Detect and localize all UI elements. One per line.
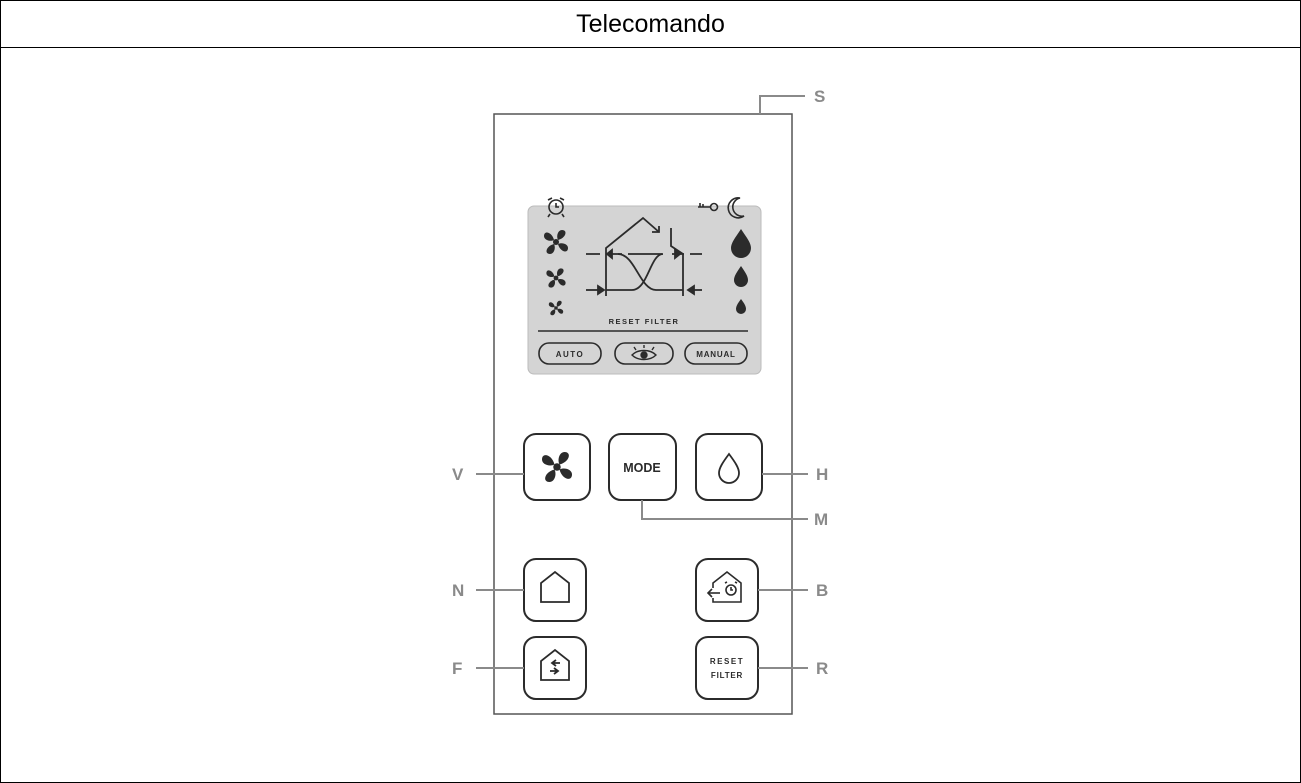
callout-lines <box>476 95 808 669</box>
humidity-button[interactable] <box>695 433 763 501</box>
reset-filter-line2: FILTER <box>711 671 743 680</box>
bypass-button[interactable] <box>523 636 587 700</box>
callout-f: F <box>452 659 462 678</box>
heat-exchanger-house-icon <box>586 216 702 296</box>
key-icon <box>698 202 719 212</box>
remote-body <box>493 113 793 715</box>
drop-icon-small <box>736 299 746 314</box>
fan-button[interactable] <box>523 433 591 501</box>
callout-v: V <box>452 465 464 484</box>
house-alarm-icon <box>706 570 742 603</box>
reset-filter-button[interactable]: RESET FILTER <box>695 636 759 700</box>
house-bypass-icon <box>540 648 570 681</box>
callout-b: B <box>816 581 828 600</box>
drop-icon-large <box>731 229 751 258</box>
fan-icon-medium <box>546 268 566 288</box>
callout-r: R <box>816 659 828 678</box>
callout-m: M <box>814 510 828 529</box>
fan-icon <box>542 452 572 482</box>
screen-manual-pill <box>684 342 748 365</box>
house-moon-icon <box>540 570 570 603</box>
callout-n: N <box>452 581 464 600</box>
mode-button[interactable]: MODE <box>608 433 677 501</box>
screen-auto-label: AUTO <box>556 350 585 359</box>
alarm-clock-icon <box>547 197 565 218</box>
callout-line-m <box>641 500 808 520</box>
moon-icon <box>727 197 745 219</box>
drop-icon-medium <box>734 266 748 287</box>
callout-h: H <box>816 465 828 484</box>
reset-filter-line1: RESET <box>710 657 744 666</box>
eye-icon <box>631 345 657 361</box>
lcd-screen: RESET FILTER AUTO MANUAL <box>527 197 762 375</box>
callout-s: S <box>814 87 825 106</box>
night-mode-button[interactable] <box>523 558 587 622</box>
screen-reset-filter: RESET FILTER <box>609 317 680 326</box>
screen-manual-label: MANUAL <box>696 350 735 359</box>
screen-auto-pill <box>538 342 602 365</box>
callout-line-s <box>759 95 805 114</box>
fan-icon-large <box>544 230 568 254</box>
page-title: Telecomando <box>1 1 1300 48</box>
fan-icon-small <box>548 300 564 316</box>
mode-button-label: MODE <box>623 461 661 475</box>
timer-button[interactable] <box>695 558 759 622</box>
screen-eye-pill <box>614 342 674 365</box>
drop-outline-icon <box>718 452 740 484</box>
